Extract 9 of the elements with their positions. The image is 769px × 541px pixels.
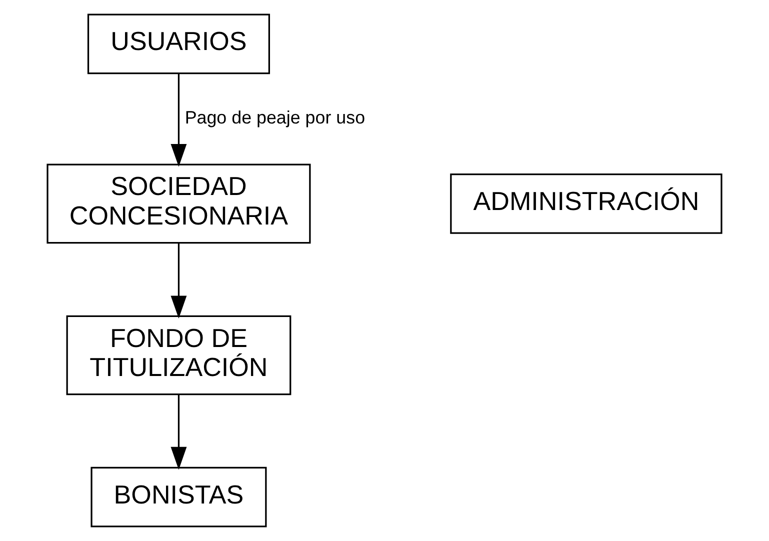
- node-box: ADMINISTRACIÓN: [450, 174, 722, 234]
- edge-label: Pago de peaje por uso: [184, 107, 366, 128]
- node-box: SOCIEDAD CONCESIONARIA: [46, 164, 311, 244]
- arrow: [170, 394, 187, 470]
- arrow: [170, 74, 187, 167]
- arrow: [170, 244, 187, 319]
- node-box: USUARIOS: [87, 14, 270, 74]
- node-box: BONISTAS: [90, 466, 267, 528]
- node-box: FONDO DE TITULIZACIÓN: [66, 315, 292, 396]
